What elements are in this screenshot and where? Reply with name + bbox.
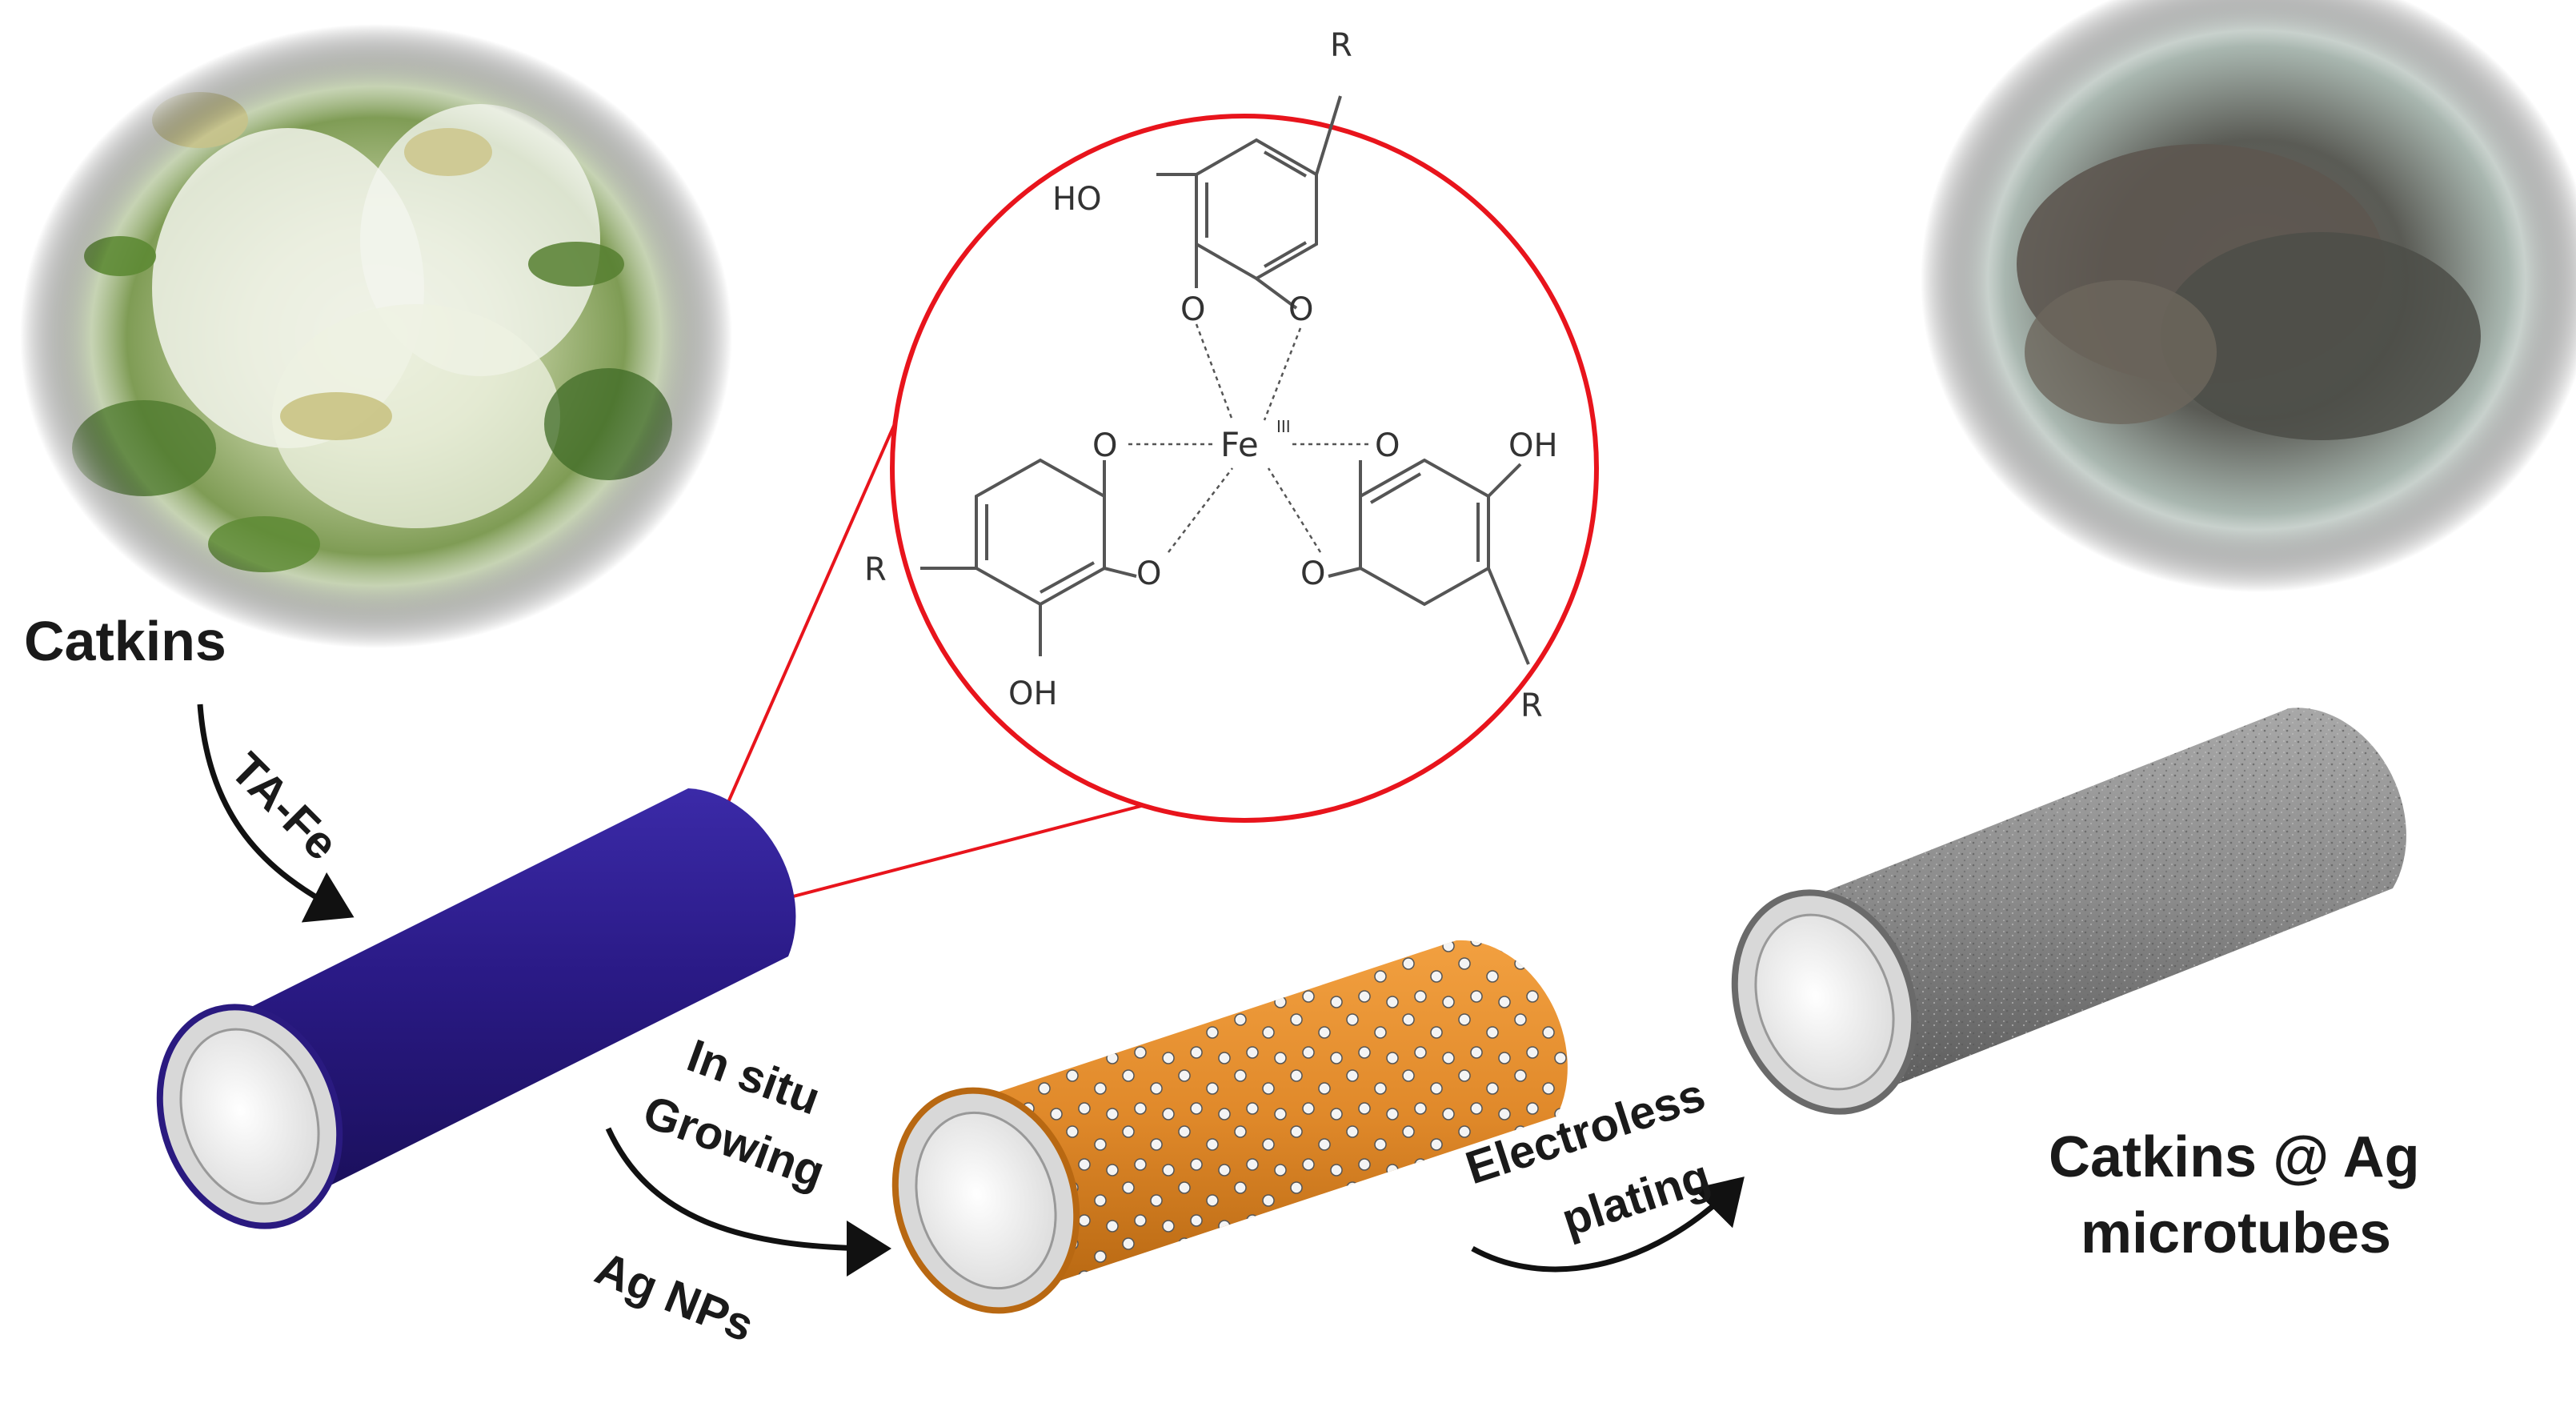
o-mid-left: O: [1092, 427, 1117, 464]
catkins-label: Catkins: [24, 610, 226, 672]
fe-label: Fe: [1220, 425, 1259, 464]
ta-fe-complex-zoom: R HO O O O O Fe III OH O O R OH R: [864, 27, 1599, 823]
atom-labels: R HO O O O O Fe III OH O O R OH R: [864, 27, 1558, 724]
arrow-electroless-plating: [1471, 1177, 1745, 1273]
ho-top-label: HO: [1052, 181, 1102, 218]
r-left-label: R: [864, 551, 887, 588]
ta-fe-label: TA-Fe: [221, 743, 348, 870]
oh-right-label: OH: [1508, 427, 1558, 464]
catkins-photo: [20, 24, 732, 648]
plating-label: plating: [1556, 1150, 1717, 1247]
ag-nps-label: Ag NPs: [588, 1242, 761, 1353]
coordination-bonds: [1128, 323, 1372, 553]
ag-nps-tube: [891, 940, 1568, 1314]
chemical-structure: [920, 95, 1530, 665]
process-arrows: [197, 704, 1745, 1277]
arrow-in-situ-growing: [605, 1127, 891, 1277]
product-label-line1: Catkins @ Ag: [2049, 1125, 2420, 1189]
r-top-label: R: [1330, 27, 1352, 64]
product-label-line2: microtubes: [2081, 1201, 2391, 1265]
ag-microtubes-photo: [1921, 0, 2576, 592]
ta-fe-tube: [156, 788, 796, 1229]
o-low-right: O: [1300, 555, 1325, 592]
r-right-label: R: [1520, 687, 1543, 724]
o-mid-right: O: [1375, 427, 1400, 464]
arrow-ta-fe: [197, 704, 355, 923]
fe-oxidation-label: III: [1276, 417, 1291, 436]
o-top-left: O: [1180, 291, 1205, 328]
o-low-left: O: [1136, 555, 1161, 592]
ag-microtube: [1731, 708, 2406, 1115]
oh-bottom-label: OH: [1008, 675, 1058, 712]
o-top-right: O: [1288, 291, 1313, 328]
